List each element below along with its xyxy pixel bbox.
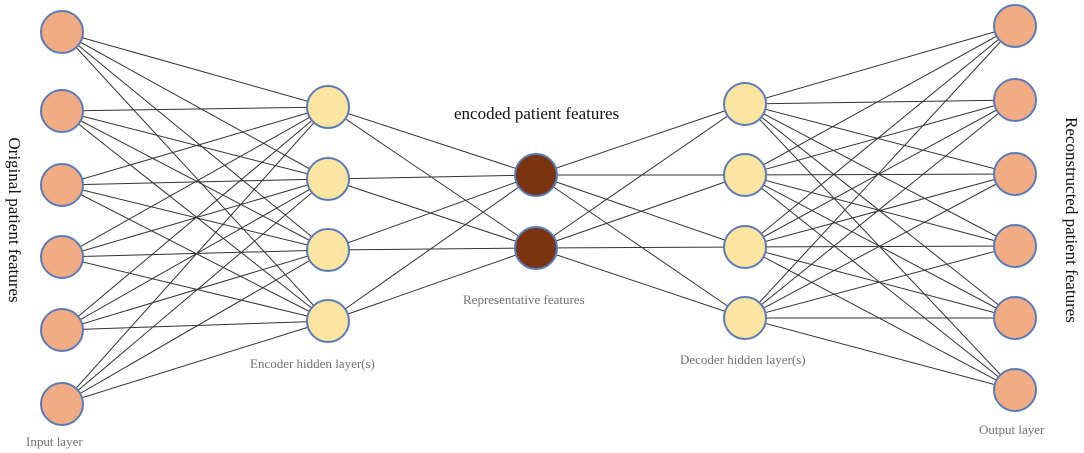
connection-encoder-hidden-3-to-code-2 xyxy=(327,247,537,251)
connection-decoder-hidden-1-to-output-1 xyxy=(744,25,1016,105)
code-node-1 xyxy=(514,153,558,197)
input-node-6 xyxy=(40,382,84,426)
connection-encoder-hidden-3-to-code-1 xyxy=(327,174,537,251)
connection-lines xyxy=(61,25,1016,405)
decoder-hidden-node-2 xyxy=(723,153,767,197)
connection-input-2-to-encoder-hidden-2 xyxy=(61,110,329,180)
connection-decoder-hidden-2-to-output-3 xyxy=(744,173,1016,176)
original-features-label: Original patient features xyxy=(5,137,24,303)
connection-input-1-to-encoder-hidden-4 xyxy=(61,31,329,322)
connection-input-5-to-encoder-hidden-3 xyxy=(61,249,329,331)
connection-decoder-hidden-4-to-output-2 xyxy=(744,99,1016,319)
input-node-5 xyxy=(40,308,84,352)
connection-input-5-to-encoder-hidden-4 xyxy=(61,320,329,331)
input-node-4 xyxy=(40,235,84,279)
connection-decoder-hidden-1-to-output-2 xyxy=(744,99,1016,105)
connection-decoder-hidden-1-to-output-3 xyxy=(744,103,1016,175)
input-node-2 xyxy=(40,89,84,133)
connection-decoder-hidden-3-to-output-1 xyxy=(744,25,1016,248)
connection-decoder-hidden-4-to-output-6 xyxy=(744,317,1016,391)
encoder-hidden-node-4 xyxy=(306,299,350,343)
connection-input-6-to-encoder-hidden-3 xyxy=(61,249,329,405)
decoder-hidden-node-1 xyxy=(723,82,767,126)
connection-code-1-to-decoder-hidden-1 xyxy=(535,103,746,176)
connection-decoder-hidden-2-to-output-1 xyxy=(744,25,1016,176)
decoder-hidden-node-3 xyxy=(723,225,767,269)
decoder-hidden-label: Decoder hidden layer(s) xyxy=(680,352,806,367)
connection-input-1-to-encoder-hidden-3 xyxy=(61,31,329,251)
connection-input-2-to-encoder-hidden-4 xyxy=(61,110,329,322)
encoder-hidden-node-1 xyxy=(306,85,350,129)
connection-decoder-hidden-2-to-output-2 xyxy=(744,99,1016,176)
output-node-3 xyxy=(993,152,1037,196)
connection-input-2-to-encoder-hidden-3 xyxy=(61,110,329,251)
connection-code-1-to-decoder-hidden-4 xyxy=(535,174,746,319)
encoder-hidden-label: Encoder hidden layer(s) xyxy=(250,356,375,371)
connection-input-3-to-encoder-hidden-1 xyxy=(61,106,329,186)
connection-code-2-to-decoder-hidden-1 xyxy=(535,103,746,249)
connection-input-4-to-encoder-hidden-4 xyxy=(61,256,329,322)
connection-input-6-to-encoder-hidden-2 xyxy=(61,178,329,405)
connection-code-2-to-decoder-hidden-4 xyxy=(535,247,746,319)
connection-input-6-to-encoder-hidden-4 xyxy=(61,320,329,405)
connection-encoder-hidden-4-to-code-1 xyxy=(327,174,537,322)
representative-features-label: Representative features xyxy=(463,292,585,307)
connection-input-2-to-encoder-hidden-1 xyxy=(61,106,329,112)
output-node-6 xyxy=(993,368,1037,412)
connection-input-4-to-encoder-hidden-1 xyxy=(61,106,329,258)
encoded-features-title: encoded patient features xyxy=(454,104,620,123)
connection-encoder-hidden-1-to-code-1 xyxy=(327,106,537,176)
connection-encoder-hidden-4-to-code-2 xyxy=(327,247,537,322)
connection-decoder-hidden-4-to-output-1 xyxy=(744,25,1016,319)
connection-decoder-hidden-3-to-output-3 xyxy=(744,173,1016,248)
output-node-2 xyxy=(993,78,1037,122)
decoder-hidden-node-4 xyxy=(723,296,767,340)
reconstructed-features-label: Reconstructed patient features xyxy=(1062,117,1081,323)
connection-input-1-to-encoder-hidden-2 xyxy=(61,31,329,180)
output-node-1 xyxy=(993,4,1037,48)
connection-code-2-to-decoder-hidden-2 xyxy=(535,174,746,249)
connection-decoder-hidden-3-to-output-2 xyxy=(744,99,1016,248)
connection-input-5-to-encoder-hidden-1 xyxy=(61,106,329,331)
connection-input-6-to-encoder-hidden-1 xyxy=(61,106,329,405)
output-node-5 xyxy=(993,296,1037,340)
output-node-4 xyxy=(993,224,1037,268)
connection-input-4-to-encoder-hidden-3 xyxy=(61,249,329,258)
connection-decoder-hidden-4-to-output-4 xyxy=(744,245,1016,319)
connection-code-2-to-decoder-hidden-3 xyxy=(535,246,746,249)
encoder-hidden-node-2 xyxy=(306,157,350,201)
input-layer-label: Input layer xyxy=(26,434,83,449)
input-node-3 xyxy=(40,163,84,207)
connection-encoder-hidden-2-to-code-2 xyxy=(327,178,537,249)
neuron-nodes xyxy=(40,4,1037,426)
code-node-2 xyxy=(514,226,558,270)
encoder-hidden-node-3 xyxy=(306,228,350,272)
connection-encoder-hidden-2-to-code-1 xyxy=(327,174,537,180)
output-layer-label: Output layer xyxy=(979,422,1045,437)
input-node-1 xyxy=(40,10,84,54)
connection-input-5-to-encoder-hidden-2 xyxy=(61,178,329,331)
connection-decoder-hidden-4-to-output-3 xyxy=(744,173,1016,319)
connection-input-1-to-encoder-hidden-1 xyxy=(61,31,329,108)
